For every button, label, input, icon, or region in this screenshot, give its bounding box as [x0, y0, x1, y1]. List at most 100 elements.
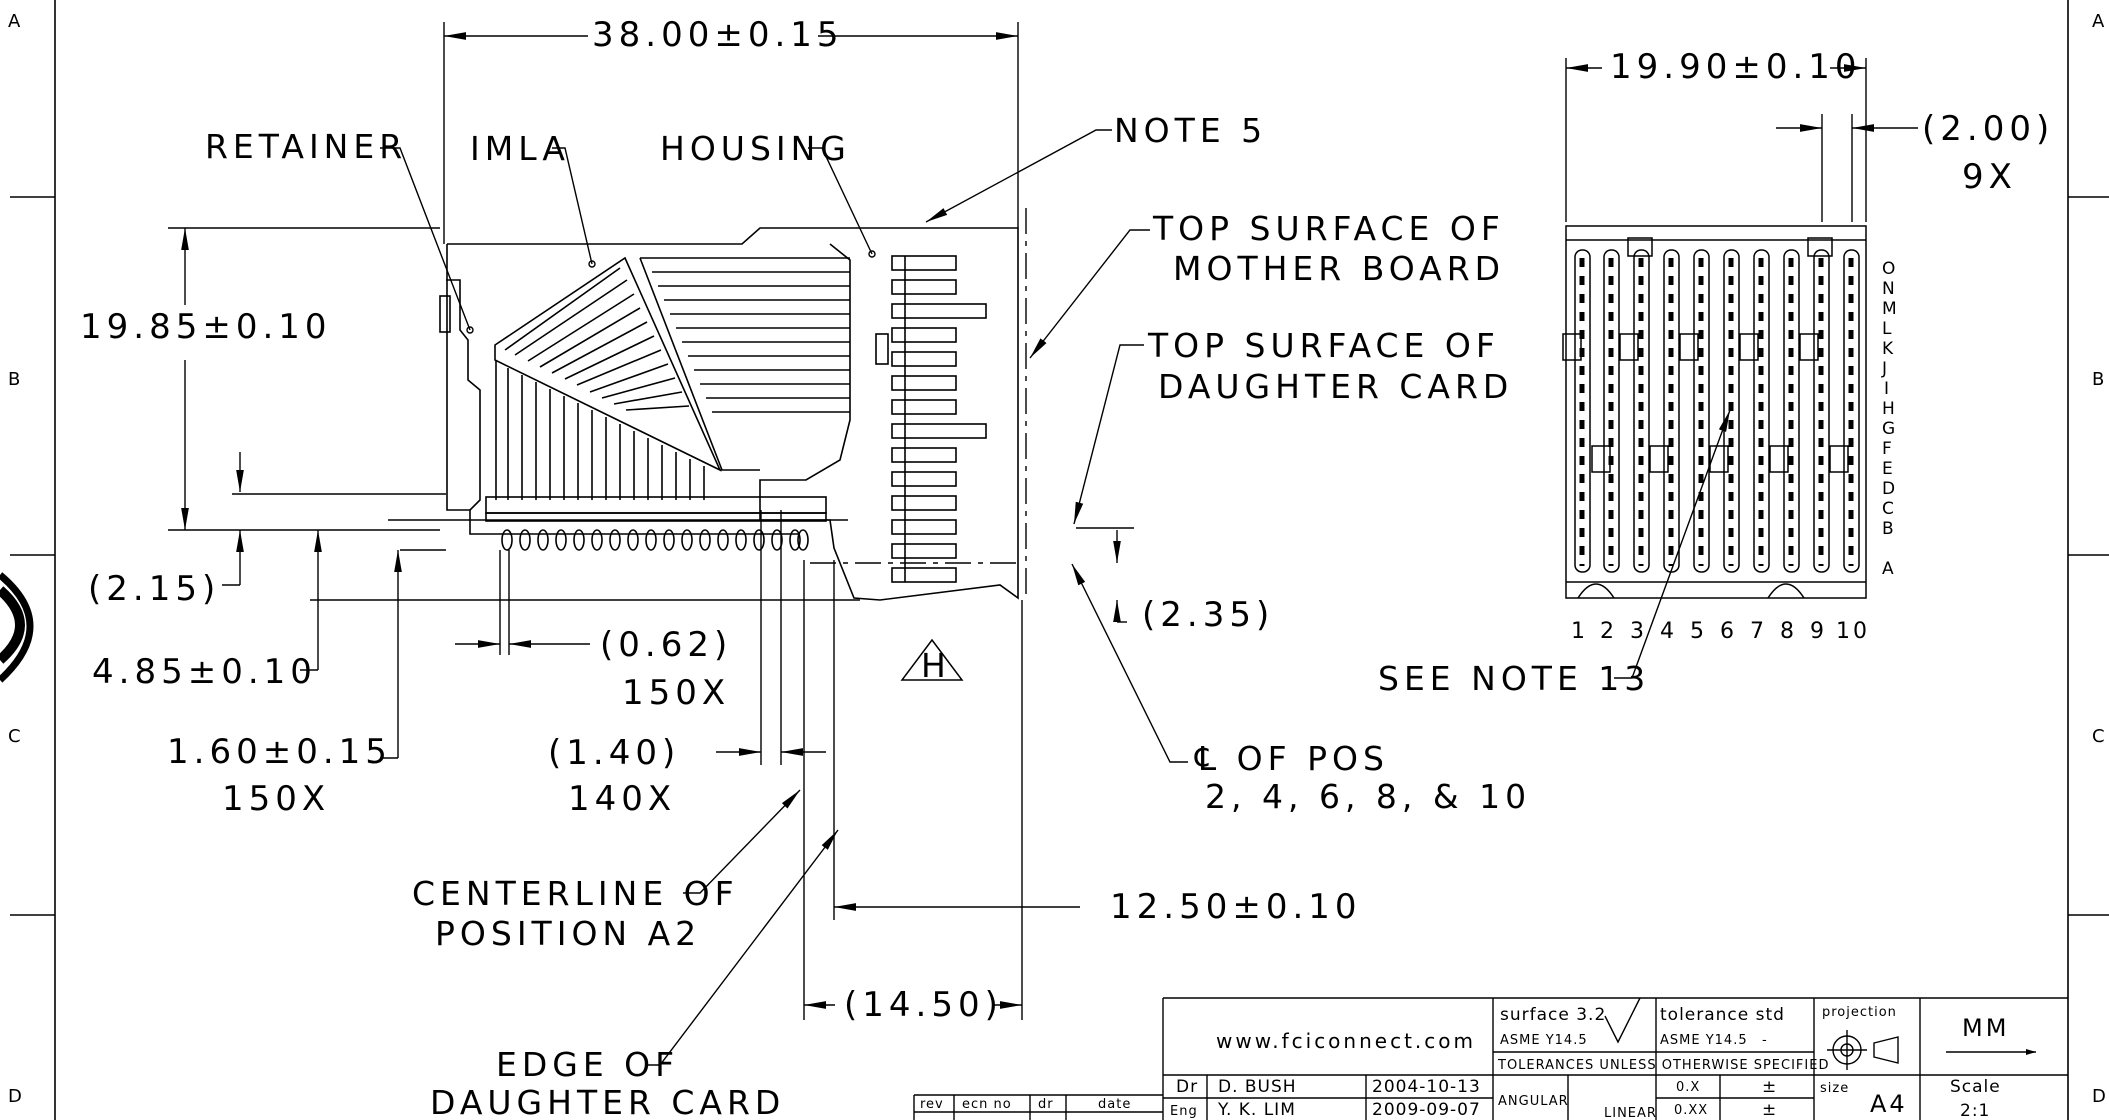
dim-height: 19.85±0.10 [80, 307, 332, 347]
row-letter: D [1882, 479, 1895, 499]
callout-edge-line1: EDGE OF [496, 1045, 679, 1084]
callout-cl-pos-line2: 2, 4, 6, 8, & 10 [1205, 777, 1531, 816]
dim-12-50: 12.50±0.10 [1110, 887, 1362, 927]
title-linear: LINEAR [1604, 1106, 1657, 1120]
callout-daughter-card-line1: TOP SURFACE OF [1147, 326, 1500, 365]
row-letter: K [1882, 339, 1894, 359]
row-letters: O N M L K J I H G F E D C B A [1881, 259, 1897, 579]
h-marker: H [900, 638, 964, 685]
sheet-border [10, 0, 2109, 1120]
rev-header: ecn no [962, 1097, 1012, 1112]
title-eng-date: 2009-09-07 [1372, 1100, 1481, 1120]
title-projection-label: projection [1822, 1005, 1897, 1020]
dimension-lines [168, 22, 1134, 1020]
column-number: 1 [1571, 619, 1588, 644]
callout-centerline-a2-line1: CENTERLINE OF [412, 874, 739, 913]
zone-label-left-d: D [8, 1086, 22, 1107]
row-letter: H [1882, 399, 1895, 419]
callout-see-note-13: SEE NOTE 13 [1378, 659, 1650, 698]
callout-housing: HOUSING [660, 129, 851, 168]
dim-1-60: 1.60±0.15 [167, 732, 392, 772]
orientation-mark [0, 572, 34, 683]
rev-header: date [1098, 1097, 1131, 1112]
column-number: 3 [1630, 619, 1647, 644]
column-number: 10 [1836, 619, 1870, 644]
row-letter: O [1882, 259, 1895, 279]
end-view-dimensions [1565, 58, 1918, 222]
zone-label-right-b: B [2092, 369, 2104, 390]
row-letter: N [1882, 279, 1895, 299]
row-letter: E [1882, 459, 1893, 479]
column-number: 7 [1750, 619, 1767, 644]
title-surface-std: ASME Y14.5 [1500, 1033, 1588, 1048]
row-letter: G [1882, 419, 1895, 439]
dim-0-62: (0.62) [600, 625, 732, 665]
row-letter: I [1884, 379, 1889, 399]
dim-2-15: (2.15) [88, 569, 220, 609]
title-tolerance-std: ASME Y14.5 [1660, 1033, 1748, 1048]
callout-cl-pos-line1: ℄ OF POS [1194, 739, 1389, 778]
title-tol-0xx: 0.XX [1674, 1103, 1708, 1118]
column-number: 2 [1600, 619, 1617, 644]
title-size-label: size [1820, 1081, 1849, 1096]
column-numbers: 1 2 3 4 5 6 7 8 9 10 [1571, 619, 1870, 644]
title-surface-label: surface 3.2 [1500, 1005, 1606, 1025]
title-scale-label: Scale [1950, 1077, 2001, 1097]
callout-note-5: NOTE 5 [1114, 111, 1267, 150]
zone-label-right-d: D [2092, 1086, 2106, 1107]
connector-side-view [439, 227, 1019, 601]
title-tol-0x: 0.X [1676, 1080, 1700, 1095]
press-fit-tails [501, 529, 809, 551]
rev-header: rev [920, 1097, 944, 1112]
callout-centerline-a2-line2: POSITION A2 [435, 914, 701, 953]
connector-end-view [1562, 225, 1867, 599]
dim-pitch: (2.00) [1922, 109, 2054, 149]
zone-label-right-a: A [2092, 11, 2105, 32]
title-angular: ANGULAR [1498, 1094, 1569, 1109]
title-block [913, 997, 2068, 1120]
callout-mother-board-line1: TOP SURFACE OF [1152, 209, 1505, 248]
callout-mother-board-line2: MOTHER BOARD [1173, 249, 1505, 288]
dim-overall-length: 38.00±0.15 [592, 15, 844, 55]
title-eng-label: Eng [1170, 1104, 1198, 1119]
zone-label-left-a: A [8, 11, 21, 32]
dim-2-35: (2.35) [1142, 595, 1274, 635]
dim-4-85: 4.85±0.10 [92, 652, 317, 692]
title-pm-0xx: ± [1762, 1100, 1777, 1120]
zone-label-right-c: C [2092, 726, 2105, 747]
title-pm-0x: ± [1762, 1077, 1777, 1097]
rev-header: dr [1038, 1097, 1054, 1112]
title-eng-name: Y. K. LIM [1217, 1100, 1296, 1120]
row-letter: B [1882, 519, 1894, 539]
dim-1-40: (1.40) [548, 733, 680, 773]
leader-lines [380, 129, 1731, 1066]
title-tolerance-dash: - [1762, 1033, 1768, 1048]
column-number: 9 [1810, 619, 1827, 644]
callout-daughter-card-line2: DAUGHTER CARD [1158, 367, 1513, 406]
title-website: www.fciconnect.com [1216, 1029, 1476, 1053]
dim-end-width: 19.90±0.10 [1610, 47, 1862, 87]
zone-label-left-b: B [8, 369, 20, 390]
dim-pitch-count: 9X [1962, 157, 2017, 197]
row-letter: L [1882, 319, 1892, 339]
h-marker-label: H [921, 646, 951, 685]
title-tolerances-note: TOLERANCES UNLESS OTHERWISE SPECIFIED [1497, 1058, 1829, 1073]
column-number: 8 [1780, 619, 1797, 644]
title-dr-label: Dr [1176, 1077, 1198, 1097]
title-scale: 2:1 [1960, 1101, 1990, 1120]
column-number: 5 [1690, 619, 1707, 644]
dim-0-62-count: 150X [622, 673, 730, 713]
column-number: 6 [1720, 619, 1737, 644]
row-letter: M [1882, 299, 1897, 319]
dim-14-50: (14.50) [844, 985, 1003, 1025]
zone-label-left-c: C [8, 726, 21, 747]
callout-retainer: RETAINER [205, 127, 407, 166]
column-number: 4 [1660, 619, 1677, 644]
housing-contacts [875, 255, 987, 583]
callout-imla: IMLA [470, 129, 570, 168]
reference-lines [388, 208, 1027, 600]
title-tolerance-label: tolerance std [1660, 1005, 1785, 1025]
row-letter: F [1882, 439, 1892, 459]
row-letter: A [1882, 559, 1894, 579]
